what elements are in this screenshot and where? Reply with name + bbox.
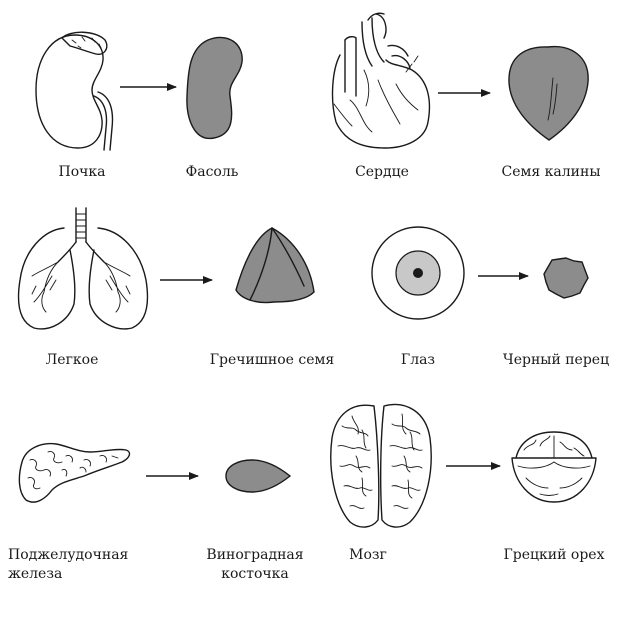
brain-illustration	[330, 403, 432, 528]
eye-illustration	[371, 226, 465, 320]
label-lungs: Легкое	[45, 352, 99, 368]
peppercorn-illustration	[543, 257, 589, 299]
label-kidney: Почка	[58, 164, 106, 180]
grape-seed-illustration	[225, 459, 292, 493]
label-viburnum-seed: Семя калины	[501, 164, 601, 180]
label-brain: Мозг	[349, 547, 387, 563]
heart-illustration	[331, 12, 431, 149]
pancreas-illustration	[18, 442, 131, 503]
label-buckwheat-seed: Гречишное семя	[209, 352, 335, 368]
label-pancreas: Поджелудочная железа	[8, 546, 128, 584]
kidney-illustration	[35, 31, 114, 151]
buckwheat-seed-illustration	[235, 227, 315, 304]
label-pancreas-line2: железа	[8, 566, 63, 582]
label-grape-seed: Виноградная косточка	[206, 546, 303, 584]
label-grape-seed-line2: косточка	[221, 566, 289, 582]
label-walnut: Грецкий орех	[503, 547, 605, 563]
bean-illustration	[186, 36, 243, 140]
label-bean: Фасоль	[185, 164, 239, 180]
label-grape-seed-line1: Виноградная	[206, 547, 304, 563]
label-heart: Сердце	[355, 164, 409, 180]
label-black-pepper: Черный перец	[502, 352, 610, 368]
walnut-illustration	[511, 431, 597, 503]
lungs-illustration	[17, 207, 149, 330]
viburnum-seed-illustration	[508, 45, 589, 141]
label-pancreas-line1: Поджелудочная	[8, 547, 129, 563]
label-eye: Глаз	[400, 352, 436, 368]
